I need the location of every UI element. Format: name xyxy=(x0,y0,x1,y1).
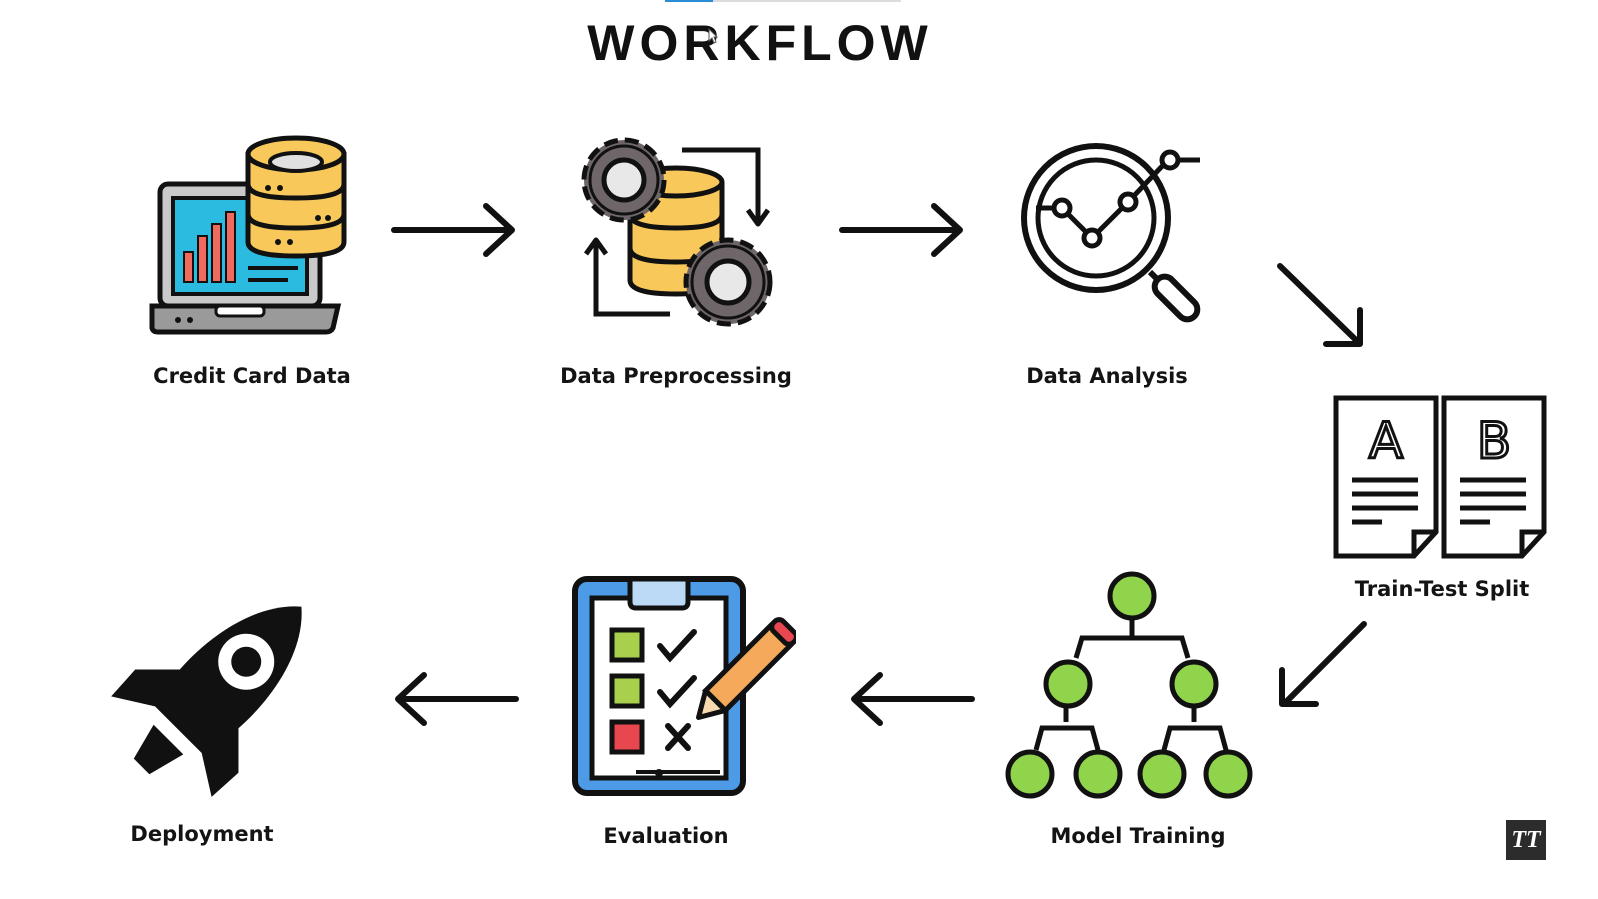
arrow-right-icon xyxy=(391,203,515,257)
step-label-train-test-split: Train-Test Split xyxy=(1354,577,1530,601)
diagram-title: WORKFLOW xyxy=(587,15,933,71)
step-label-deployment: Deployment xyxy=(130,822,274,846)
arrow-down-left-icon xyxy=(1279,621,1367,707)
step-deployment xyxy=(100,582,326,808)
svg-text:B: B xyxy=(1477,412,1511,470)
magnifier-chart-icon xyxy=(1021,143,1201,323)
channel-logo: TT xyxy=(1506,820,1546,860)
laptop-database-icon xyxy=(149,135,347,335)
ab-documents-icon: A B xyxy=(1333,395,1547,559)
tree-network-icon xyxy=(1005,571,1253,799)
arrow-down-right-icon xyxy=(1277,263,1363,347)
clipboard-checklist-icon xyxy=(572,576,796,796)
svg-text:A: A xyxy=(1369,412,1403,470)
arrow-left-icon xyxy=(395,672,519,726)
progress-bar xyxy=(665,0,901,2)
step-evaluation xyxy=(570,574,796,798)
rocket-icon xyxy=(111,606,302,797)
mouse-cursor-icon xyxy=(708,28,718,44)
step-data-preprocessing xyxy=(572,128,784,338)
step-credit-card-data xyxy=(148,132,353,342)
step-data-analysis xyxy=(1016,140,1206,330)
step-model-training xyxy=(1002,570,1258,806)
step-label-data-analysis: Data Analysis xyxy=(1026,364,1188,388)
step-label-data-preprocessing: Data Preprocessing xyxy=(560,364,792,388)
step-train-test-split: A B xyxy=(1332,394,1550,564)
gears-database-icon xyxy=(581,137,773,327)
step-label-model-training: Model Training xyxy=(1050,824,1226,848)
arrow-right-icon xyxy=(839,203,963,257)
step-label-credit-card-data: Credit Card Data xyxy=(153,364,351,388)
arrow-left-icon xyxy=(851,672,975,726)
step-label-evaluation: Evaluation xyxy=(603,824,729,848)
